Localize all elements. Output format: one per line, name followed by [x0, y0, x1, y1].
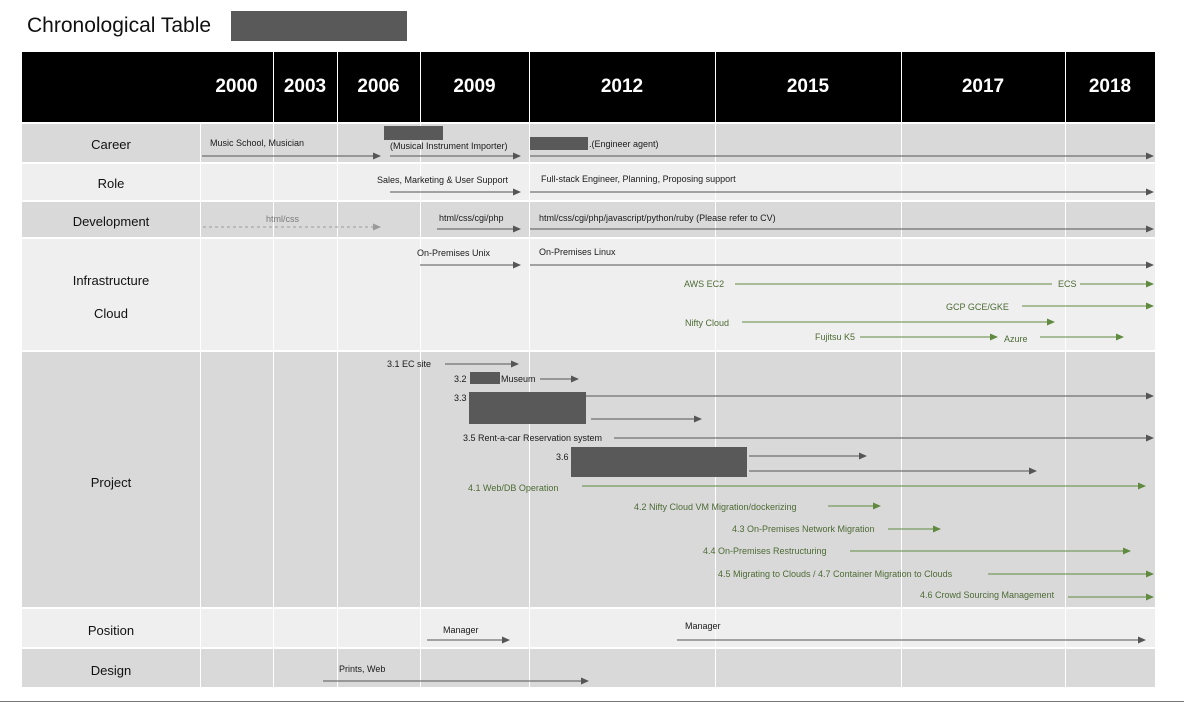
page-title: Chronological Table: [27, 14, 212, 37]
label-project-46: 4.6 Crowd Sourcing Management: [920, 590, 1055, 600]
row-label-cloud: Cloud: [94, 306, 128, 321]
label-project-32-name: Museum: [501, 374, 536, 384]
row-label-design: Design: [90, 663, 132, 678]
year-2009: 2009: [453, 76, 496, 97]
band-development: [22, 202, 1155, 237]
label-music-school: Music School, Musician: [210, 138, 305, 148]
label-html-css-full: html/css/cgi/php/javascript/python/ruby …: [539, 213, 776, 223]
label-design-prints-web: Prints, Web: [339, 664, 386, 674]
label-fullstack: Full-stack Engineer, Planning, Proposing…: [541, 174, 736, 184]
label-project-44: 4.4 On-Premises Restructuring: [703, 546, 827, 556]
band-position: [22, 609, 1155, 647]
year-2006: 2006: [357, 76, 400, 97]
year-2012: 2012: [600, 76, 644, 97]
label-position-manager-1: Manager: [443, 625, 479, 635]
row-label-career: Career: [91, 137, 131, 152]
label-aws-ec2: AWS EC2: [684, 279, 725, 289]
label-project-43: 4.3 On-Premises Network Migration: [732, 524, 875, 534]
column-divider: [273, 52, 274, 687]
year-2017: 2017: [961, 76, 1005, 97]
row-label-infrastructure: Infrastructure: [72, 273, 150, 288]
redacted-block-career-1: [384, 126, 443, 140]
year-2003: 2003: [283, 76, 327, 97]
column-divider: [1065, 52, 1066, 687]
label-html-css-cgi-php: html/css/cgi/php: [439, 213, 504, 223]
label-position-manager-2: Manager: [685, 621, 721, 631]
label-gcp: GCP GCE/GKE: [946, 302, 1009, 312]
footer-divider: [0, 701, 1184, 702]
label-azure: Azure: [1004, 334, 1028, 344]
row-label-role: Role: [97, 176, 125, 191]
column-divider: [715, 52, 716, 687]
year-2015: 2015: [786, 76, 830, 97]
label-nifty-cloud: Nifty Cloud: [685, 318, 730, 328]
band-project: [22, 352, 1155, 607]
column-divider: [901, 52, 902, 687]
label-instrument-importer: (Musical Instrument Importer): [390, 141, 508, 151]
column-divider: [529, 52, 530, 687]
column-divider: [337, 52, 338, 687]
label-project-33: 3.3: [454, 393, 467, 403]
year-2000: 2000: [215, 76, 258, 97]
redacted-block-title: [231, 11, 407, 41]
redacted-block-project-33: [469, 392, 586, 424]
redacted-block-project-36: [571, 447, 747, 477]
redacted-block-project-32: [470, 372, 500, 384]
label-project-35: 3.5 Rent-a-car Reservation system: [463, 433, 603, 443]
label-project-42: 4.2 Nifty Cloud VM Migration/dockerizing: [634, 502, 797, 512]
label-onprem-unix: On-Premises Unix: [417, 248, 491, 258]
band-role: [22, 164, 1155, 200]
band-infrastructure: [22, 239, 1155, 350]
label-html-css: html/css: [266, 214, 300, 224]
row-label-development: Development: [72, 214, 150, 229]
label-project-41: 4.1 Web/DB Operation: [468, 483, 559, 493]
column-divider: [420, 52, 421, 687]
label-onprem-linux: On-Premises Linux: [539, 247, 616, 257]
label-project-31: 3.1 EC site: [387, 359, 432, 369]
label-fujitsu-k5: Fujitsu K5: [815, 332, 856, 342]
year-header: [22, 52, 1155, 122]
label-project-36: 3.6: [556, 452, 569, 462]
label-ecs: ECS: [1058, 279, 1077, 289]
row-label-position: Position: [87, 623, 135, 638]
row-label-project: Project: [90, 475, 132, 490]
label-sales-marketing: Sales, Marketing & User Support: [377, 175, 509, 185]
redacted-block-career-2: [530, 137, 588, 150]
year-2018: 2018: [1088, 76, 1132, 97]
label-project-45: 4.5 Migrating to Clouds / 4.7 Container …: [718, 569, 953, 579]
column-divider: [200, 124, 201, 687]
label-project-32-num: 3.2: [454, 374, 467, 384]
label-engineer-agent: .(Engineer agent): [589, 139, 659, 149]
